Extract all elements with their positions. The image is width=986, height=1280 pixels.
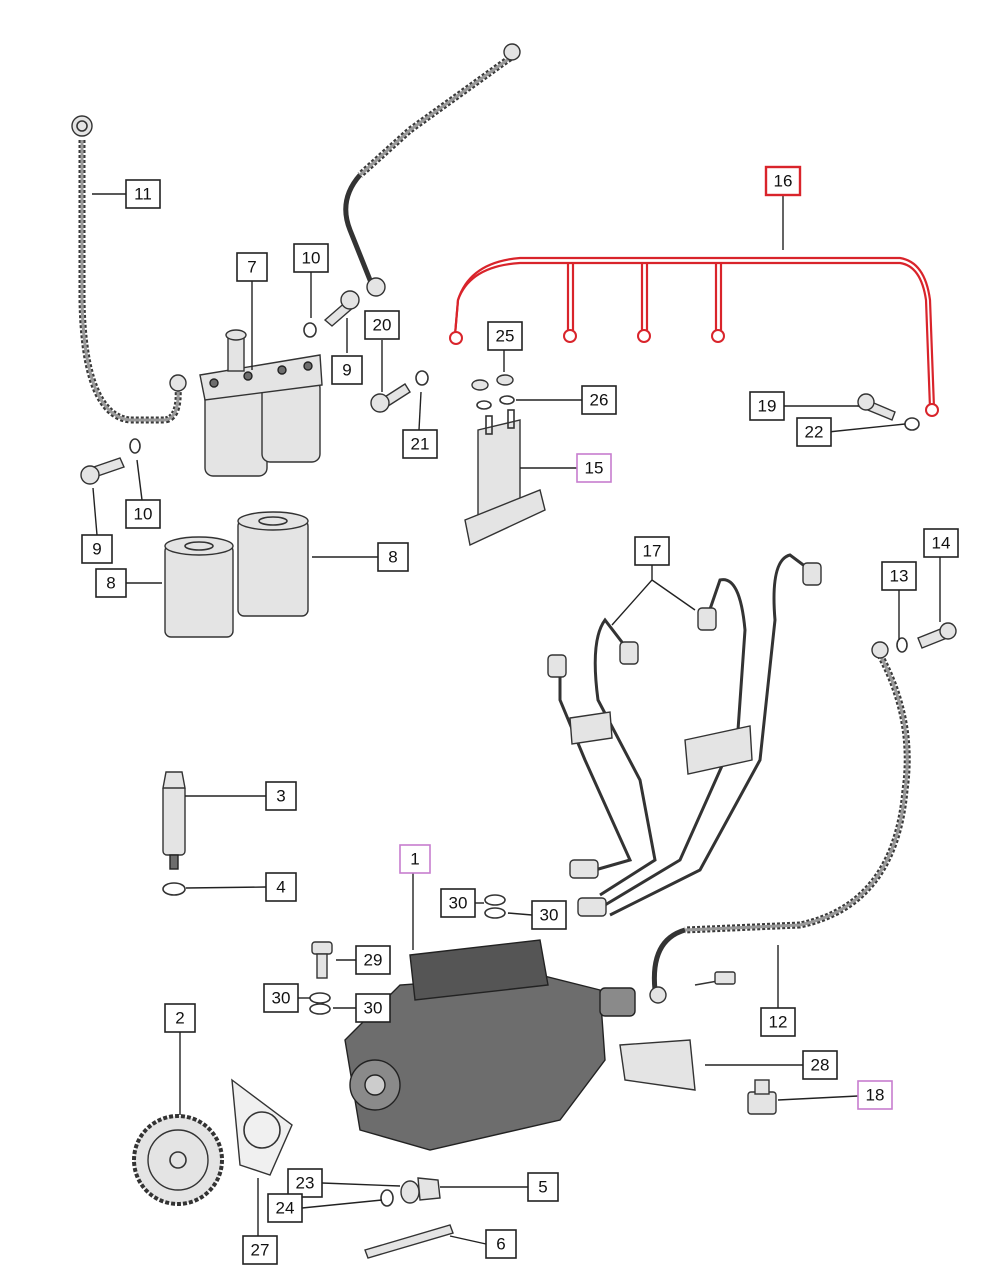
callout-10-top: 10 — [293, 243, 329, 273]
callout-3-label: 3 — [276, 787, 285, 806]
callout-17-label: 17 — [643, 542, 662, 561]
callout-2-label: 2 — [175, 1009, 184, 1028]
callout-30-c-label: 30 — [272, 989, 291, 1008]
callout-21-label: 21 — [411, 435, 430, 454]
filter-element-right — [237, 511, 309, 617]
callout-12: 12 — [760, 1007, 796, 1037]
banjo-bolt-left — [80, 438, 141, 485]
callout-10-top-label: 10 — [302, 249, 321, 268]
callout-2: 2 — [164, 1003, 196, 1033]
fuel-hose-right — [649, 622, 957, 1004]
leader-lines — [92, 193, 941, 1245]
injector-nozzle — [162, 771, 186, 896]
callout-22-label: 22 — [805, 423, 824, 442]
fuel-line-upper — [343, 43, 521, 297]
banjo-bolt-20 — [370, 370, 429, 413]
callout-29: 29 — [355, 945, 391, 975]
callout-15-label: 15 — [585, 459, 604, 478]
callout-27: 27 — [242, 1235, 278, 1265]
callout-8-right: 8 — [377, 542, 409, 572]
callout-30-c: 30 — [263, 983, 299, 1013]
callout-8-right-label: 8 — [388, 548, 397, 567]
shutoff-valve — [747, 1079, 777, 1115]
callout-19: 19 — [749, 391, 785, 421]
callout-8-left-label: 8 — [106, 574, 115, 593]
callout-30-b: 30 — [531, 900, 567, 930]
callout-9-left-label: 9 — [92, 540, 101, 559]
callout-29-label: 29 — [364, 951, 383, 970]
callout-13-label: 13 — [890, 567, 909, 586]
filter-element-left — [164, 536, 234, 638]
fuel-return-line — [449, 256, 939, 417]
callout-7-label: 7 — [247, 258, 256, 277]
mounting-bracket — [464, 374, 546, 547]
callout-5-label: 5 — [538, 1178, 547, 1197]
gear-nut-washers — [380, 1177, 441, 1207]
callout-30-b-label: 30 — [540, 906, 559, 925]
callout-18: 18 — [857, 1080, 893, 1110]
callout-24-label: 24 — [276, 1199, 295, 1218]
callout-22: 22 — [796, 417, 832, 447]
fuel-hose-left — [71, 115, 187, 424]
callout-3: 3 — [265, 781, 297, 811]
banjo-bolt-top — [303, 290, 360, 338]
callout-17: 17 — [634, 536, 670, 566]
callout-14-label: 14 — [932, 534, 951, 553]
callout-6-label: 6 — [496, 1235, 505, 1254]
callout-21: 21 — [402, 429, 438, 459]
callout-11-label: 11 — [134, 185, 152, 204]
callout-20-label: 20 — [373, 316, 392, 335]
callout-4: 4 — [265, 872, 297, 902]
callout-8-left: 8 — [95, 568, 127, 598]
callout-30-d: 30 — [355, 993, 391, 1023]
callout-18-label: 18 — [866, 1086, 885, 1105]
callout-25: 25 — [487, 321, 523, 351]
injection-pump — [344, 939, 636, 1151]
callout-10-left: 10 — [125, 499, 161, 529]
banjo-bolt-29 — [309, 894, 506, 1015]
callout-6: 6 — [485, 1229, 517, 1259]
callout-30-a-label: 30 — [449, 894, 468, 913]
banjo-bolt-19 — [857, 393, 920, 431]
callout-26-label: 26 — [590, 391, 609, 410]
callout-16-label: 16 — [774, 172, 793, 191]
callout-30-a: 30 — [440, 888, 476, 918]
callout-23: 23 — [287, 1168, 323, 1198]
callout-28: 28 — [802, 1050, 838, 1080]
callout-4-label: 4 — [276, 878, 285, 897]
callout-23-label: 23 — [296, 1174, 315, 1193]
callout-9-top: 9 — [331, 355, 363, 385]
callout-1: 1 — [399, 844, 431, 874]
pump-drive-gear — [132, 1114, 224, 1206]
callout-19-label: 19 — [758, 397, 777, 416]
callout-9-left: 9 — [81, 534, 113, 564]
callout-9-top-label: 9 — [342, 361, 351, 380]
callout-27-label: 27 — [251, 1241, 270, 1260]
callout-10-left-label: 10 — [134, 505, 153, 524]
callout-13: 13 — [881, 561, 917, 591]
callout-26: 26 — [581, 385, 617, 415]
callout-11: 11 — [125, 179, 161, 209]
callout-5: 5 — [527, 1172, 559, 1202]
pump-gasket — [231, 1078, 293, 1176]
callout-24: 24 — [267, 1193, 303, 1223]
callout-7: 7 — [236, 252, 268, 282]
callout-25-label: 25 — [496, 327, 515, 346]
injector-pipes — [547, 553, 822, 917]
callout-1-label: 1 — [410, 850, 419, 869]
callout-28-label: 28 — [811, 1056, 830, 1075]
pump-bracket — [619, 971, 736, 1091]
callout-12-label: 12 — [769, 1013, 788, 1032]
callout-14: 14 — [923, 528, 959, 558]
fuel-filter-assembly — [199, 329, 323, 477]
callout-20: 20 — [364, 310, 400, 340]
callout-15: 15 — [576, 453, 612, 483]
callout-30-d-label: 30 — [364, 999, 383, 1018]
callout-16: 16 — [764, 165, 802, 197]
pump-stud — [364, 1224, 454, 1259]
